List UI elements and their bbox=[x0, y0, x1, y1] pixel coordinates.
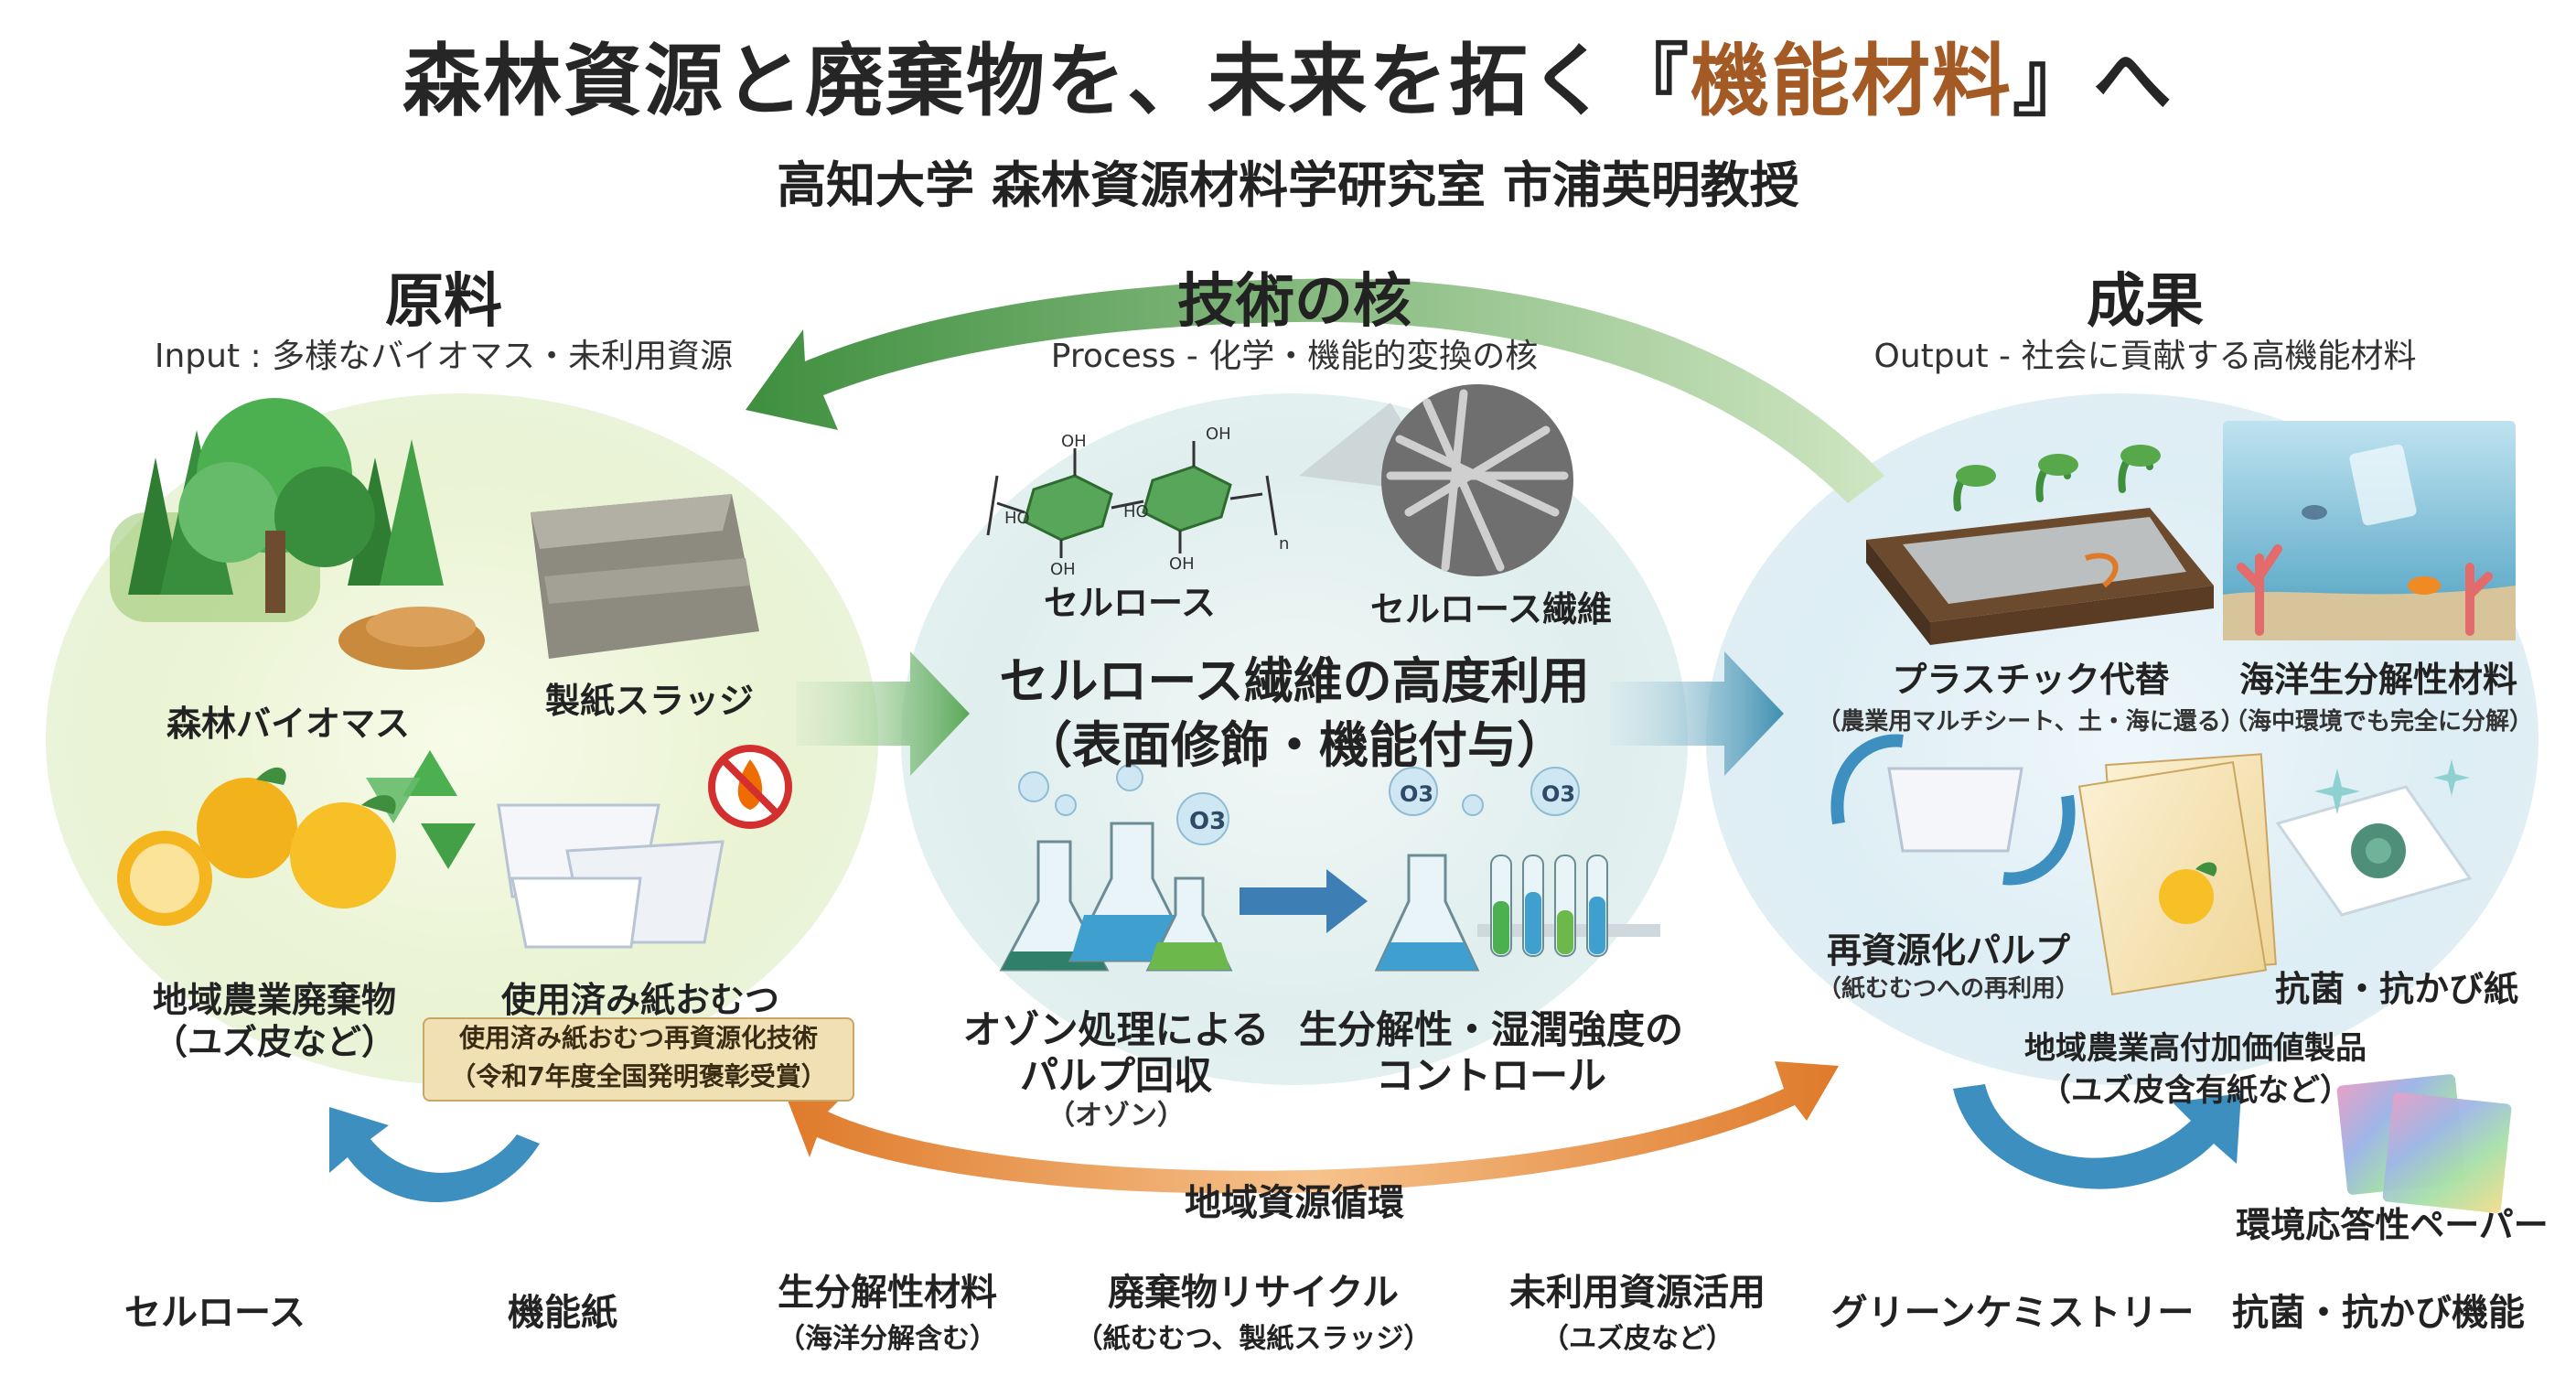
regional-cycle-arrow bbox=[787, 1061, 1839, 1194]
marine-label: 海洋生分解性材料 bbox=[2238, 660, 2517, 700]
agri-product-note: （ユズ皮含有紙など） bbox=[2040, 1072, 2351, 1109]
chem-oh-3: OH bbox=[1050, 560, 1076, 579]
page-title: 森林資源と廃棄物を、未来を拓く『機能材料』へ bbox=[0, 16, 2576, 131]
keyword-item: 生分解性材料 （海洋分解含む） bbox=[778, 1272, 997, 1355]
o3-bubble-2: O3 bbox=[1400, 781, 1433, 807]
env-paper-label: 環境応答性ペーパー bbox=[2236, 1205, 2549, 1245]
control-line-1: 生分解性・湿潤強度の bbox=[1299, 1007, 1684, 1052]
award-line-1: 使用済み紙おむつ再資源化技術 bbox=[458, 1023, 818, 1053]
environment-responsive-paper-icon bbox=[2336, 1074, 2512, 1213]
input-to-process-arrow bbox=[796, 651, 970, 776]
used-diapers-label: 使用済み紙おむつ bbox=[500, 980, 779, 1020]
keyword-bar: セルロース 機能紙 生分解性材料 （海洋分解含む） 廃棄物リサイクル （紙むむつ… bbox=[64, 1255, 2552, 1363]
yuzu-icon bbox=[117, 767, 396, 926]
output-subtitle: Output - 社会に貢献する高機能材料 bbox=[1873, 338, 2417, 375]
o3-bubble-3: O3 bbox=[1541, 781, 1575, 807]
antibacterial-paper-icon bbox=[2275, 759, 2473, 917]
keyword-item: 機能紙 bbox=[508, 1292, 617, 1334]
recycled-pulp-note: （紙むむつへの再利用） bbox=[1817, 975, 2079, 1003]
cellulose-label: セルロース bbox=[1043, 583, 1217, 623]
forest-biomass-label: 森林バイオマス bbox=[166, 704, 410, 744]
agri-waste-note: （ユズ皮など） bbox=[152, 1022, 396, 1062]
marine-note: （海中環境でも完全に分解） bbox=[2223, 708, 2533, 736]
process-to-output-arrow bbox=[1610, 651, 1784, 776]
title-suffix: 』へ bbox=[2012, 36, 2174, 127]
keyword-item: グリーンケミストリー bbox=[1830, 1292, 2195, 1334]
input-cycle-arrow bbox=[329, 1107, 540, 1202]
no-burning-icon bbox=[708, 745, 792, 829]
process-main-line-2: （表面修飾・機能付与） bbox=[1023, 716, 1566, 774]
chem-ho-1: HO bbox=[1004, 509, 1030, 528]
diaper-recycle-icon bbox=[1830, 734, 2076, 886]
forest-icon bbox=[110, 398, 485, 670]
process-subtitle: Process - 化学・機能的変換の核 bbox=[1050, 338, 1539, 375]
agri-product-label: 地域農業高付加価値製品 bbox=[2024, 1030, 2367, 1067]
page-subtitle: 高知大学 森林資源材料学研究室 市浦英明教授 bbox=[777, 156, 1799, 214]
keyword-item: 廃棄物リサイクル （紙むむつ、製紙スラッジ） bbox=[1075, 1272, 1432, 1355]
process-title: 技術の核 bbox=[1177, 268, 1411, 336]
cellulose-structure-icon bbox=[986, 441, 1278, 558]
title-prefix: 森林資源と廃棄物を、未来を拓く『 bbox=[402, 36, 1690, 127]
control-line-2: コントロール bbox=[1375, 1053, 1606, 1098]
regional-cycle-label: 地域資源循環 bbox=[1185, 1182, 1404, 1224]
input-title: 原料 bbox=[385, 268, 502, 336]
recycled-pulp-label: 再資源化パルプ bbox=[1826, 930, 2070, 971]
test-tubes-icon bbox=[1374, 767, 1660, 972]
agri-waste-label: 地域農業廃棄物 bbox=[152, 980, 396, 1020]
chem-oh-2: OH bbox=[1206, 425, 1231, 444]
output-cycle-arrow bbox=[1953, 1084, 2241, 1189]
chem-oh-1: OH bbox=[1061, 432, 1087, 451]
yuzu-paper-icon bbox=[2077, 753, 2277, 996]
diaper-icon bbox=[497, 803, 724, 949]
process-to-input-arrow bbox=[746, 278, 1884, 503]
cellulose-fiber-label: セルロース繊維 bbox=[1369, 589, 1613, 629]
marine-scene-icon bbox=[2223, 421, 2516, 640]
keyword-item: 抗菌・抗かび機能 bbox=[2232, 1292, 2525, 1334]
ozone-line-1: オゾン処理による bbox=[962, 1007, 1270, 1052]
ozone-note: （オゾン） bbox=[1047, 1100, 1185, 1132]
plastic-alt-label: プラスチック代替 bbox=[1892, 660, 2170, 700]
chem-n: n bbox=[1279, 534, 1289, 554]
o3-bubble-1: O3 bbox=[1189, 808, 1226, 835]
paper-sludge-label: 製紙スラッジ bbox=[544, 681, 754, 721]
plastic-alt-note: （農業用マルチシート、土・海に還る） bbox=[1817, 708, 2245, 736]
chem-ho-2: HO bbox=[1123, 502, 1149, 521]
keyword-item: 未利用資源活用 （ユズ皮など） bbox=[1509, 1272, 1766, 1355]
paper-sludge-icon bbox=[531, 494, 759, 659]
ozone-line-2: パルプ回収 bbox=[1019, 1053, 1212, 1098]
process-main-line-1: セルロース繊維の高度利用 bbox=[999, 652, 1590, 710]
input-subtitle: Input : 多様なバイオマス・未利用資源 bbox=[154, 338, 734, 375]
process-step-arrow bbox=[1240, 869, 1368, 933]
award-box: 使用済み紙おむつ再資源化技術 （令和7年度全国発明褒彰受賞） bbox=[423, 1017, 854, 1102]
ozone-flasks-icon bbox=[999, 764, 1233, 972]
chem-oh-4: OH bbox=[1169, 554, 1195, 574]
award-line-2: （令和7年度全国発明褒彰受賞） bbox=[450, 1061, 827, 1091]
keyword-item: セルロース bbox=[124, 1292, 306, 1334]
output-title: 成果 bbox=[2087, 268, 2204, 336]
cellulose-fiber-micrograph bbox=[1299, 384, 1573, 576]
title-accent: 機能材料 bbox=[1690, 36, 2012, 127]
mulch-sheet-icon bbox=[1866, 445, 2214, 645]
antibacterial-label: 抗菌・抗かび紙 bbox=[2274, 969, 2518, 1009]
